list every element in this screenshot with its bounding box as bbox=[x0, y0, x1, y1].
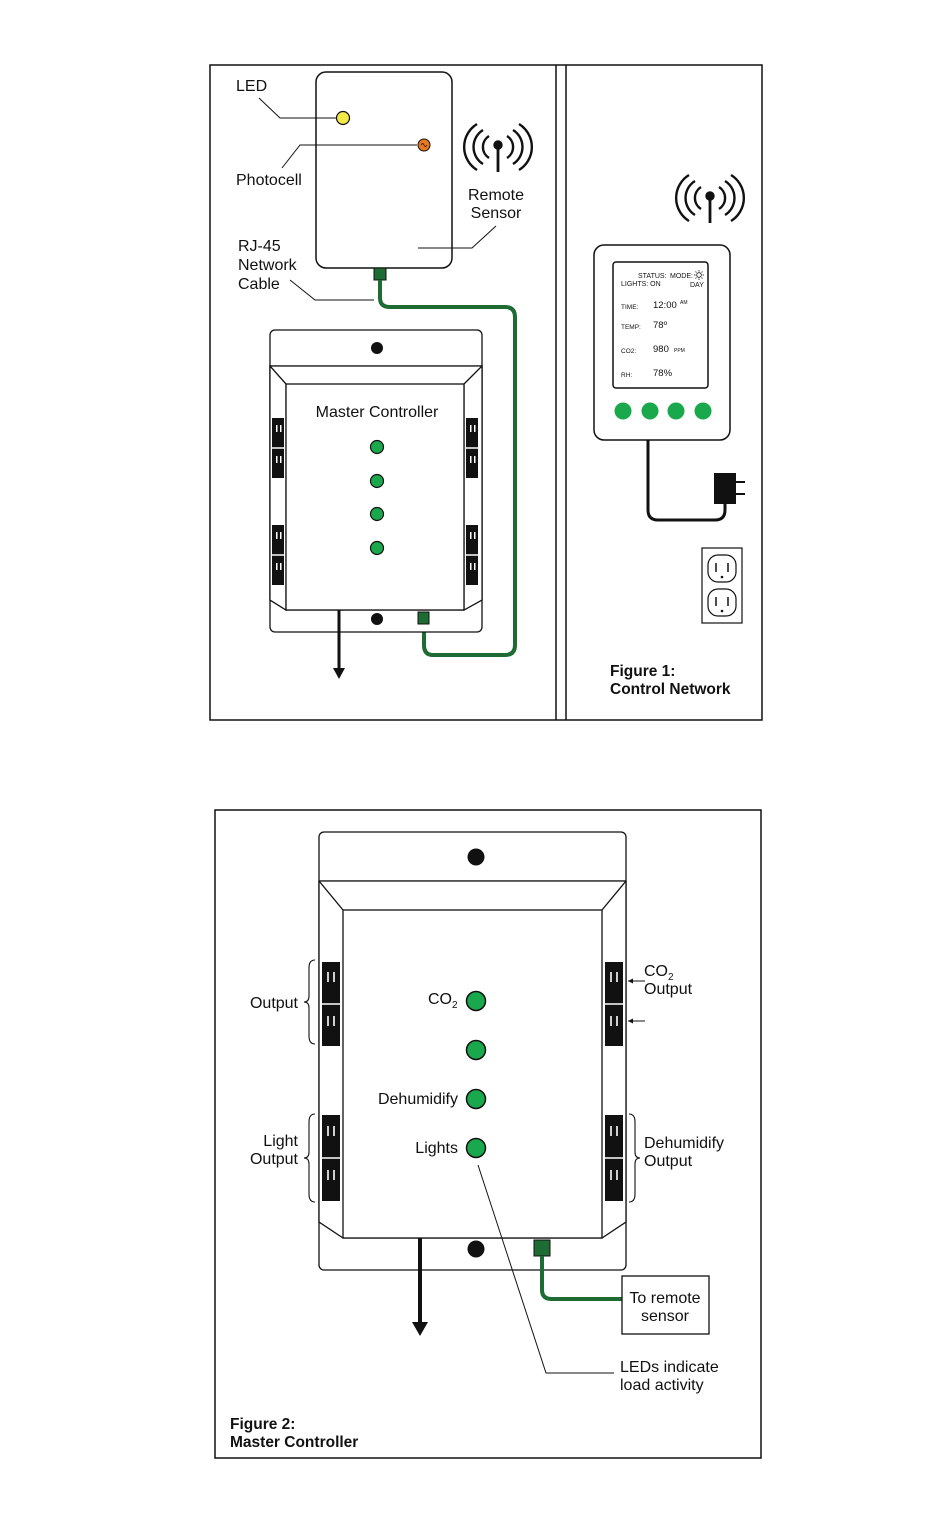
wall-outlet-socket-top bbox=[707, 554, 737, 583]
figure-1-caption-line2: Control Network bbox=[610, 681, 731, 698]
mc-screw-top bbox=[467, 848, 485, 866]
lcd-rh-label: RH: bbox=[621, 372, 632, 379]
led-label-co2-co: CO bbox=[428, 991, 452, 1008]
network-cable bbox=[378, 280, 517, 657]
figure-2-caption-line1: Figure 2: bbox=[230, 1416, 295, 1433]
figure-1-control-network: LED Photocell RJ-45 Network Cable Remote… bbox=[209, 64, 763, 721]
mc-small-front-panel bbox=[285, 383, 465, 611]
wall-outlet-socket-bottom bbox=[707, 588, 737, 617]
label-co2-output-co: CO bbox=[644, 963, 668, 980]
brace-output bbox=[303, 959, 316, 1045]
sun-icon bbox=[694, 270, 704, 280]
display-button-3[interactable] bbox=[667, 402, 685, 420]
to-remote-sensor-box bbox=[621, 1275, 710, 1335]
figure-2-master-controller: CO2 Dehumidify Lights Output Light Outpu… bbox=[214, 809, 762, 1459]
label-leds-line2: load activity bbox=[620, 1377, 704, 1394]
mc-small-led-1 bbox=[369, 439, 385, 455]
leader-photocell bbox=[281, 144, 417, 169]
lcd-mode-value: DAY bbox=[690, 282, 704, 289]
label-photocell: Photocell bbox=[236, 172, 302, 189]
mc-small-power-arrow bbox=[333, 668, 345, 679]
mc-small-screw-top bbox=[371, 342, 383, 354]
label-light-output-line1: Light bbox=[263, 1133, 298, 1150]
mc-rj45-connector bbox=[533, 1239, 551, 1257]
label-dehumidify-output-line2: Output bbox=[644, 1153, 693, 1170]
led-label-co2: CO2 bbox=[428, 991, 458, 1011]
led-indicator bbox=[335, 110, 351, 126]
led-unlabeled bbox=[465, 1039, 487, 1061]
led-label-dehumidify: Dehumidify bbox=[378, 1091, 458, 1108]
lcd-mode-label: MODE: bbox=[670, 273, 693, 280]
display-screen bbox=[612, 261, 709, 389]
leader-leds-indicate bbox=[477, 1164, 614, 1374]
label-light-output-line2: Output bbox=[250, 1151, 299, 1168]
label-master-controller: Master Controller bbox=[316, 404, 439, 421]
mc-front-panel bbox=[342, 909, 603, 1239]
led-label-lights: Lights bbox=[415, 1140, 458, 1157]
figure-1-caption-line1: Figure 1: bbox=[610, 663, 675, 680]
lcd-lights-status: LIGHTS: ON bbox=[621, 281, 661, 288]
label-output: Output bbox=[250, 995, 299, 1012]
rj45-connector-sensor bbox=[373, 267, 387, 281]
figure-1-frame bbox=[209, 64, 763, 721]
lcd-co2-label: CO2: bbox=[621, 348, 636, 355]
label-co2-output-line2: Output bbox=[644, 981, 693, 998]
label-co2-output-line1: CO2 bbox=[644, 963, 674, 983]
display-button-4[interactable] bbox=[694, 402, 712, 420]
brace-dehumidify-output bbox=[628, 1113, 641, 1203]
label-dehumidify-output-line1: Dehumidify bbox=[644, 1135, 724, 1152]
mc-small-led-4 bbox=[369, 540, 385, 556]
wireless-signal-icon bbox=[463, 122, 533, 172]
lcd-temp-value: 78º bbox=[653, 320, 668, 331]
display-power-cord bbox=[646, 440, 727, 522]
rj45-connector-controller bbox=[417, 611, 430, 625]
brace-light-output bbox=[303, 1113, 316, 1203]
mc-small-led-3 bbox=[369, 506, 385, 522]
figure-2-caption-line2: Master Controller bbox=[230, 1434, 358, 1451]
remote-sensor-box bbox=[315, 71, 453, 269]
leader-rj45 bbox=[289, 279, 374, 301]
lcd-time-value: 12:00 bbox=[653, 300, 677, 311]
lcd-time-label: TIME: bbox=[621, 304, 639, 311]
cable-to-remote-sensor bbox=[540, 1256, 622, 1301]
mc-power-arrow bbox=[412, 1322, 428, 1336]
lcd-status-label: STATUS: bbox=[638, 273, 667, 280]
led-lights bbox=[465, 1137, 487, 1159]
lcd-temp-label: TEMP: bbox=[621, 324, 641, 331]
lcd-rh-value: 78% bbox=[653, 368, 673, 379]
display-button-1[interactable] bbox=[614, 402, 632, 420]
label-remote-line1: Remote bbox=[468, 187, 524, 204]
led-dehumidify bbox=[465, 1088, 487, 1110]
display-button-2[interactable] bbox=[641, 402, 659, 420]
mc-small-led-2 bbox=[369, 473, 385, 489]
label-remote-line2: Sensor bbox=[471, 205, 522, 222]
wireless-signal-icon-display bbox=[675, 173, 745, 223]
photocell-squiggle bbox=[420, 143, 428, 147]
mc-screw-bottom bbox=[467, 1240, 485, 1258]
lcd-time-suffix: AM bbox=[680, 300, 688, 306]
label-co2-output-sub: 2 bbox=[668, 972, 674, 983]
lcd-co2-value: 980 bbox=[653, 344, 669, 355]
led-label-co2-sub: 2 bbox=[452, 1000, 458, 1011]
mc-small-screw-bottom bbox=[371, 613, 383, 625]
power-plug bbox=[714, 473, 736, 504]
label-to-remote-line2: sensor bbox=[641, 1308, 690, 1325]
label-to-remote-line1: To remote bbox=[629, 1290, 700, 1307]
lcd-co2-unit: PPM bbox=[674, 348, 685, 354]
label-rj45-line3: Cable bbox=[238, 276, 280, 293]
leader-led bbox=[258, 97, 336, 119]
figure-2-frame bbox=[214, 809, 762, 1459]
leader-remote-sensor bbox=[418, 225, 497, 249]
label-rj45-line2: Network bbox=[238, 257, 298, 274]
label-leds-line1: LEDs indicate bbox=[620, 1359, 719, 1376]
label-led: LED bbox=[236, 78, 267, 95]
led-co2 bbox=[465, 990, 487, 1012]
label-rj45-line1: RJ-45 bbox=[238, 238, 281, 255]
master-controller-small: Master Controller bbox=[269, 329, 483, 679]
